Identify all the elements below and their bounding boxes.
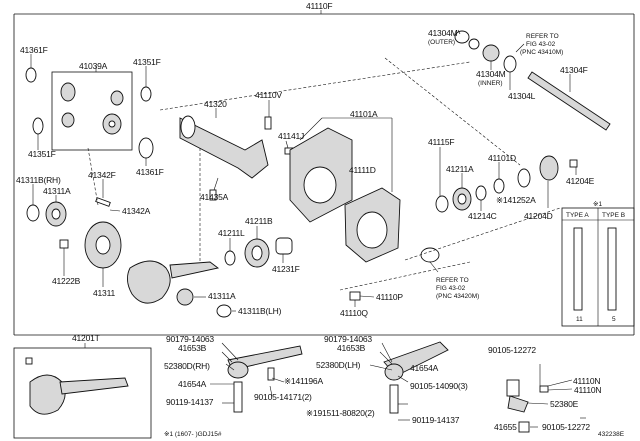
pinion-kit-box — [51, 71, 133, 151]
bolt-90105-14090[interactable]: 90105-14090(3) — [410, 381, 468, 391]
ring-gear-icon — [127, 260, 171, 304]
part-41196A[interactable]: ※141196A — [284, 376, 324, 386]
mount-brackets — [227, 341, 549, 433]
carrier-subassembly-inset — [13, 343, 152, 439]
part-41101A[interactable]: 41101A — [350, 109, 378, 119]
part-41231F[interactable]: 41231F — [272, 264, 300, 274]
part-41304L[interactable]: 41304L — [508, 91, 536, 101]
refer-note-top-line2[interactable]: FIG 43-02 — [526, 41, 556, 48]
axle-tube-icon — [179, 117, 269, 179]
type-a-label: TYPE A — [566, 212, 589, 219]
bolt-90179-14063-right[interactable]: 90179-14063 — [324, 334, 373, 344]
bolt-90105-14171[interactable]: 90105-14171(2) — [254, 392, 312, 402]
part-41110V[interactable]: 41110V — [255, 90, 283, 100]
part-41654A-left[interactable]: 41654A — [178, 379, 207, 389]
part-41342A[interactable]: 41342A — [122, 206, 151, 216]
type-a-dimension: 11 — [576, 316, 583, 323]
assembly-part-number[interactable]: 41110F — [306, 1, 333, 11]
output-shaft-icon — [527, 71, 611, 131]
refer-note-top-line1: REFER TO — [526, 33, 559, 40]
part-41211B[interactable]: 41211B — [245, 216, 273, 226]
part-41141J[interactable]: 41141J — [278, 131, 304, 141]
leader-lines — [30, 29, 586, 428]
refer-note-mid-line1: REFER TO — [436, 277, 469, 284]
refer-note-top-line3: (PNC 43410M) — [520, 49, 563, 56]
part-52380E[interactable]: 52380E — [550, 399, 579, 409]
bolt-91511-80820[interactable]: ※191511-80820(2) — [306, 408, 375, 418]
part-41110N-upper[interactable]: 41110N — [573, 376, 601, 386]
bolt-90179-14063-left[interactable]: 90179-14063 — [166, 334, 215, 344]
part-52380D-lh[interactable]: 52380D(LH) — [316, 360, 361, 370]
part-41039A[interactable]: 41039A — [79, 61, 108, 71]
type-note: ※1 — [593, 201, 602, 208]
part-41311A-lower[interactable]: 41311A — [208, 291, 236, 301]
part-41361F-lower[interactable]: 41361F — [136, 167, 164, 177]
flange-icon — [539, 155, 559, 181]
part-41204D[interactable]: 41204D — [524, 211, 553, 221]
outer-note: (OUTER) — [428, 39, 455, 46]
part-41222B[interactable]: 41222B — [52, 276, 81, 286]
part-41311B-rh[interactable]: 41311B(RH) — [16, 175, 61, 185]
part-41311A-upper[interactable]: 41311A — [43, 186, 71, 196]
part-41110Q[interactable]: 41110Q — [340, 308, 369, 318]
figure-id: 432238E — [598, 431, 625, 438]
inner-note: (INNER) — [478, 80, 503, 87]
refer-note-mid-line3: (PNC 43420M) — [436, 293, 479, 300]
part-41311B-lh[interactable]: 41311B(LH) — [238, 306, 282, 316]
part-41653B-left[interactable]: 41653B — [178, 343, 207, 353]
drive-pinion-icon — [169, 261, 220, 279]
part-41211L[interactable]: 41211L — [218, 228, 245, 238]
part-41211A[interactable]: 41211A — [446, 164, 474, 174]
axle-tube-and-housing — [179, 115, 440, 301]
part-41101D[interactable]: 41101D — [488, 153, 516, 163]
part-41320[interactable]: 41320 — [204, 99, 227, 109]
part-41361F-upper[interactable]: 41361F — [20, 45, 48, 55]
part-41110P[interactable]: 41110P — [376, 292, 404, 302]
differential-case-parts — [25, 67, 232, 318]
part-41304F[interactable]: 41304F — [560, 65, 588, 75]
type-b-label: TYPE B — [602, 212, 625, 219]
assembly-frame — [13, 10, 635, 336]
side-gear-icon — [60, 82, 76, 102]
part-41654A-right[interactable]: 41654A — [410, 363, 439, 373]
type-b-dimension: 5 — [612, 316, 616, 323]
part-41115F[interactable]: 41115F — [428, 137, 455, 147]
part-41304M-outer[interactable]: 41304M — [428, 28, 458, 38]
part-41653B-right[interactable]: 41653B — [337, 343, 366, 353]
bolt-90119-14137-left[interactable]: 90119-14137 — [166, 397, 214, 407]
part-41342F[interactable]: 41342F — [88, 170, 116, 180]
applicability-footnote: ※1 (1607- )GDJ15# — [164, 431, 222, 438]
part-41201T[interactable]: 41201T — [72, 333, 100, 343]
part-41204E[interactable]: 41204E — [566, 176, 595, 186]
part-41111D[interactable]: 41111D — [349, 165, 376, 175]
alignment-lines — [87, 57, 561, 291]
part-41110N-lower[interactable]: 41110N — [574, 385, 602, 395]
bolt-90105-12272-lower[interactable]: 90105-12272 — [542, 422, 591, 432]
type-inset — [561, 207, 635, 327]
part-41214C[interactable]: 41214C — [468, 211, 497, 221]
part-41435A[interactable]: 41435A — [200, 192, 229, 202]
part-41252A[interactable]: ※141252A — [496, 195, 536, 205]
part-41304M-inner[interactable]: 41304M — [476, 69, 506, 79]
part-41351F-left[interactable]: 41351F — [28, 149, 56, 159]
part-52380D-rh[interactable]: 52380D(RH) — [164, 361, 210, 371]
bolt-90105-12272-upper[interactable]: 90105-12272 — [488, 345, 537, 355]
part-41311[interactable]: 41311 — [93, 288, 116, 298]
part-41351F-right[interactable]: 41351F — [133, 57, 161, 67]
refer-note-mid-line2[interactable]: FIG 43-02 — [436, 285, 466, 292]
part-41655[interactable]: 41655 — [494, 422, 517, 432]
bolt-90119-14137-right[interactable]: 90119-14137 — [412, 415, 460, 425]
output-shaft-parts — [435, 30, 611, 213]
